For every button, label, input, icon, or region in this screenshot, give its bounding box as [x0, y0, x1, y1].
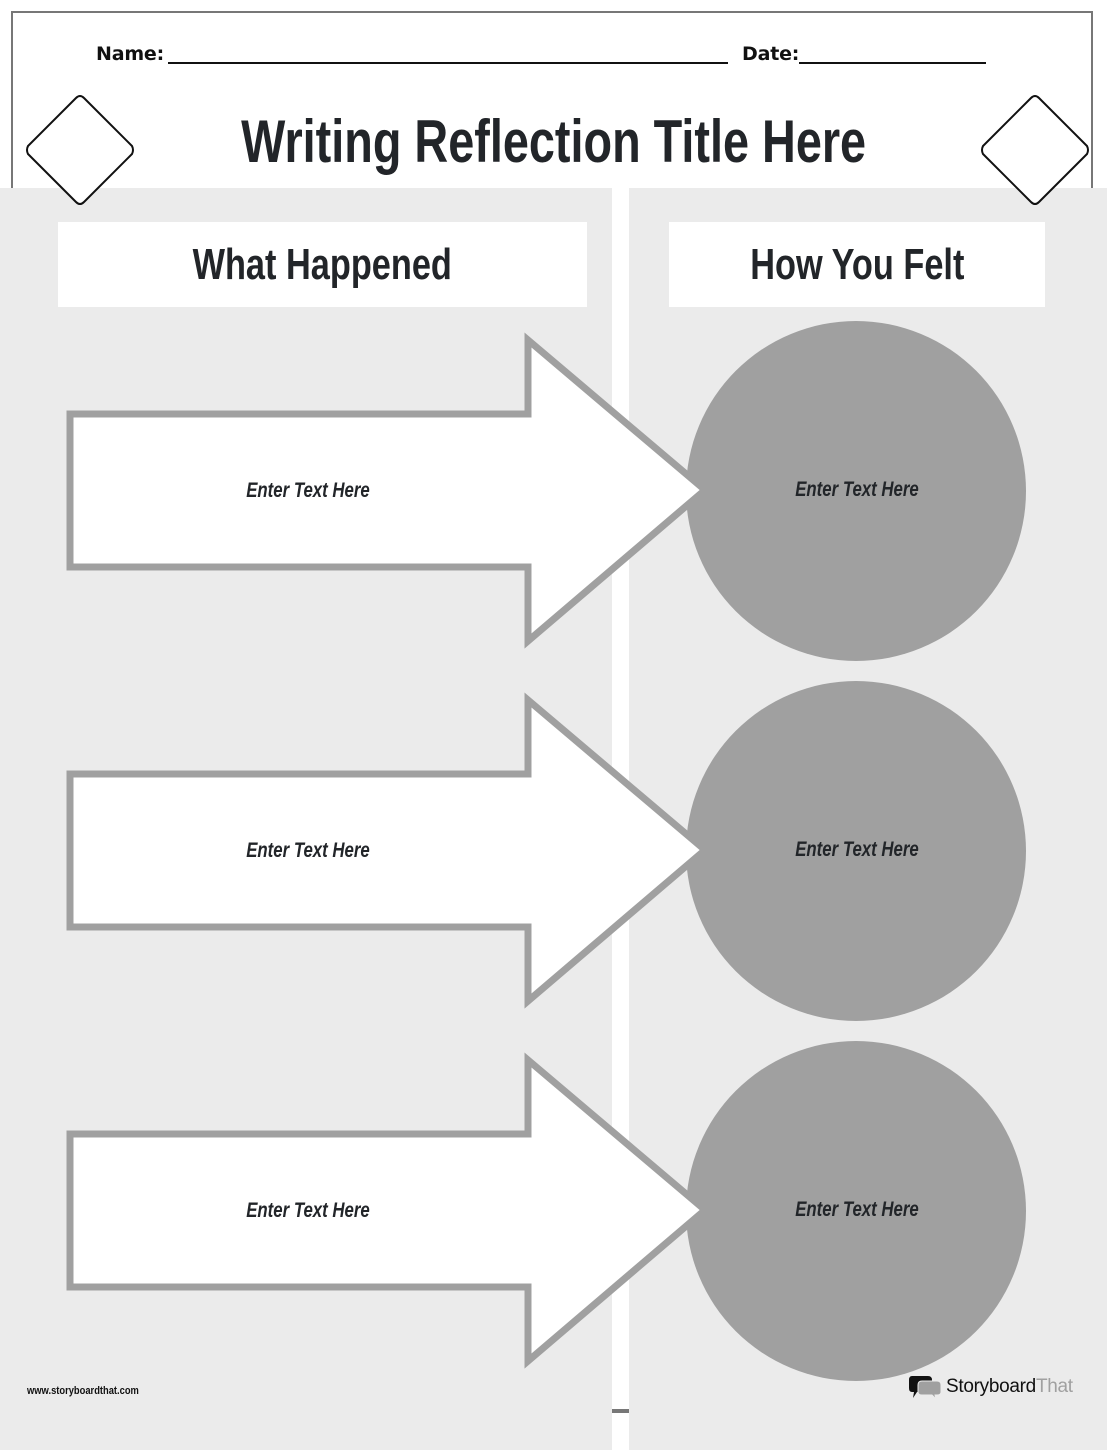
feeling-circle-1[interactable] — [686, 321, 1026, 661]
feeling-circle-2[interactable] — [686, 681, 1026, 1021]
storyboardthat-logo: StoryboardThat — [908, 1373, 1073, 1401]
diamond-icon-left — [26, 94, 134, 205]
name-label: Name: — [96, 43, 165, 65]
column-title-what-happened[interactable]: What Happened — [192, 239, 453, 289]
feeling-circle-3[interactable] — [686, 1041, 1026, 1381]
page-title[interactable]: Writing Reflection Title Here — [241, 108, 867, 175]
name-date-row: Name: Date: — [0, 40, 1107, 70]
event-arrow-3[interactable] — [66, 1052, 711, 1369]
name-field[interactable] — [168, 62, 728, 64]
divider-line — [612, 1411, 629, 1413]
date-label: Date: — [742, 43, 800, 65]
column-title-how-you-felt[interactable]: How You Felt — [749, 239, 965, 289]
logo-secondary-text: That — [1035, 1376, 1073, 1397]
feeling-text-3[interactable]: Enter Text Here — [795, 1198, 919, 1221]
event-arrow-2[interactable] — [66, 692, 711, 1009]
event-text-2[interactable]: Enter Text Here — [246, 839, 370, 862]
footer-url: www.storyboardthat.com — [27, 1385, 139, 1397]
event-text-1[interactable]: Enter Text Here — [246, 479, 370, 502]
logo-wordmark: StoryboardThat — [946, 1376, 1073, 1398]
column-header-what-happened: What Happened — [58, 222, 587, 307]
date-field[interactable] — [799, 62, 986, 64]
event-text-3[interactable]: Enter Text Here — [246, 1199, 370, 1222]
column-header-how-you-felt: How You Felt — [669, 222, 1045, 307]
speech-bubbles-icon — [909, 1376, 942, 1400]
feeling-text-1[interactable]: Enter Text Here — [795, 478, 919, 501]
logo-primary-text: Storyboard — [946, 1376, 1036, 1397]
feeling-text-2[interactable]: Enter Text Here — [795, 838, 919, 861]
event-arrow-1[interactable] — [66, 332, 711, 649]
diamond-icon-right — [981, 94, 1089, 205]
